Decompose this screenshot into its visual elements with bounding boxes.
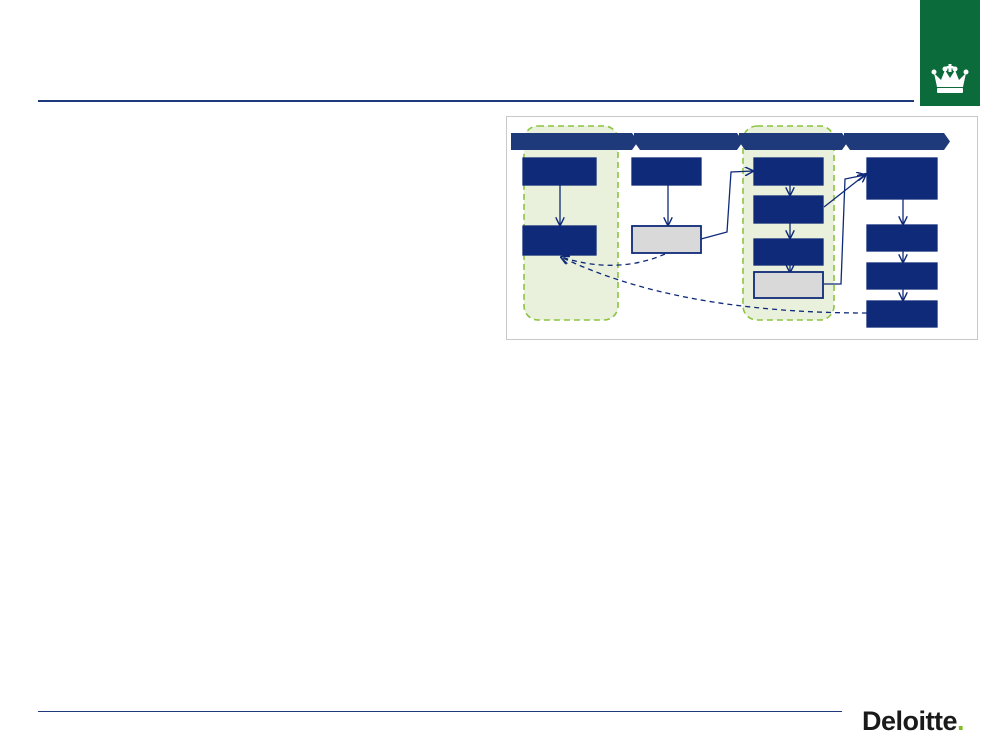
header-rule — [38, 100, 914, 102]
crown-logo-badge — [920, 0, 980, 106]
step-box — [866, 157, 938, 200]
logo-text: Deloitte — [862, 706, 958, 736]
logo-dot: . — [957, 706, 965, 736]
phase-chevron-3 — [739, 133, 848, 150]
step-box — [866, 262, 938, 290]
step-box-pending — [631, 225, 702, 254]
step-box — [866, 224, 938, 252]
process-diagram — [506, 116, 978, 340]
flow-arrow — [824, 175, 865, 285]
step-box — [631, 157, 702, 186]
crown-icon — [931, 64, 969, 93]
phase-chevron-2 — [634, 133, 743, 150]
feedback-arrow — [561, 253, 666, 266]
highlight-region-phase-1 — [523, 125, 619, 321]
footer-rule — [38, 711, 842, 712]
step-box-pending — [753, 271, 824, 299]
step-box — [753, 195, 824, 224]
flow-arrow — [700, 171, 753, 240]
step-box — [866, 300, 938, 328]
feedback-arrow — [561, 257, 868, 314]
step-box — [522, 225, 597, 256]
deloitte-logo: Deloitte. — [862, 706, 965, 737]
step-box — [522, 157, 597, 186]
phase-chevron-1 — [511, 133, 638, 150]
step-box — [753, 238, 824, 266]
step-box — [753, 157, 824, 186]
phase-chevron-4 — [844, 133, 950, 150]
